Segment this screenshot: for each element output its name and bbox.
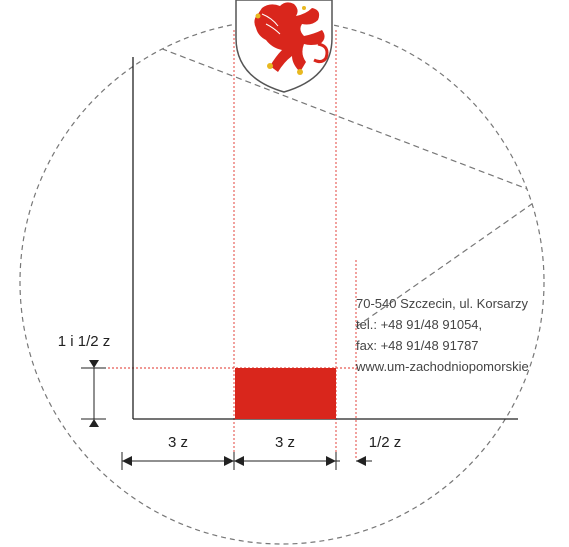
left-width-label: 3 z [168, 434, 188, 451]
height-dimension [81, 360, 106, 427]
dashed-circle-border [19, 19, 545, 545]
address-block: 70-540 Szczecin, ul. Korsarzy tel.: +48 … [355, 296, 529, 374]
address-line-4: www.um-zachodniopomorskie [355, 359, 529, 374]
dashed-diagonals [151, 44, 544, 328]
address-line-1: 70-540 Szczecin, ul. Korsarzy [356, 296, 528, 311]
height-label: 1 i 1/2 z [58, 333, 111, 350]
red-block [235, 368, 336, 419]
middle-width-label: 3 z [275, 434, 295, 451]
right-gap-label: 1/2 z [369, 434, 402, 451]
width-dimension [121, 452, 372, 470]
address-line-2: tel.: +48 91/48 91054, [356, 317, 482, 332]
address-line-3: fax: +48 91/48 91787 [356, 338, 479, 353]
griffin-coat-of-arms-icon [235, 0, 333, 93]
